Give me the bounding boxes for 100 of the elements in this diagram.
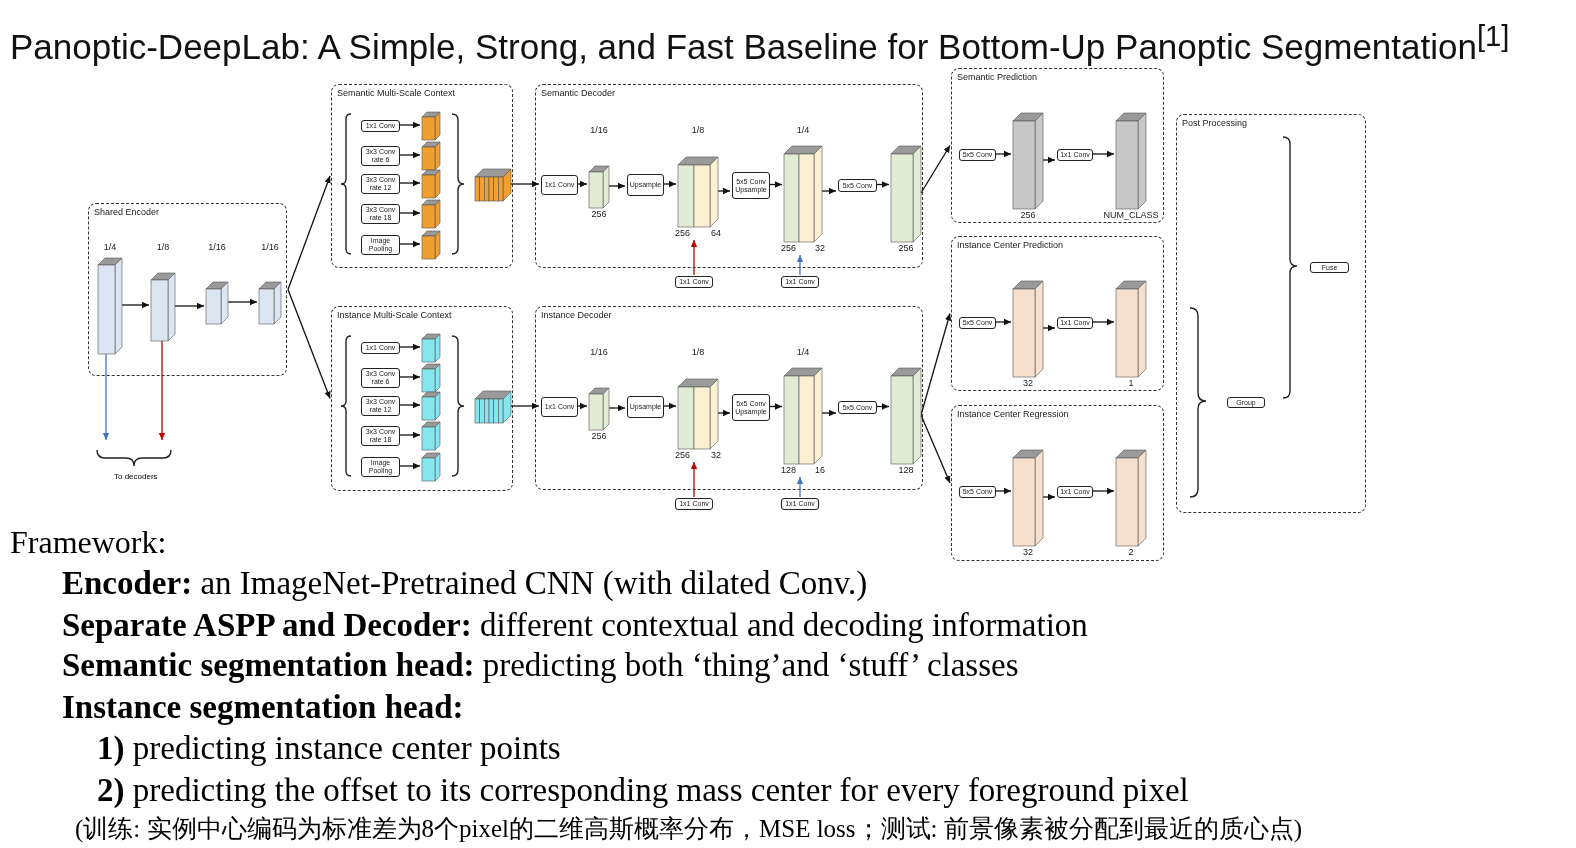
dashed-panel	[535, 306, 923, 490]
arrow	[995, 318, 1012, 326]
arrow	[121, 301, 150, 309]
bullet-text: 1) predicting instance center points	[97, 730, 561, 767]
arrow	[663, 180, 677, 188]
channel-label: 256	[591, 430, 607, 443]
channel-label: NUM_CLASS	[1103, 209, 1159, 222]
channel-label: 256	[1020, 209, 1036, 222]
scale-label: 1/8	[690, 346, 706, 359]
panel-title: Instance Decoder	[541, 310, 612, 320]
scale-label: 1/8	[690, 124, 706, 137]
arrow	[769, 181, 783, 188]
arrow	[876, 403, 890, 410]
panel-title: Semantic Decoder	[541, 88, 616, 98]
arrow	[510, 180, 540, 188]
arrow	[608, 182, 626, 190]
arrow	[717, 409, 731, 417]
channel-label: 256	[675, 449, 691, 462]
scale-label: 1/16	[589, 346, 609, 359]
dashed-panel	[331, 306, 513, 491]
channel-label: 2	[1128, 546, 1134, 559]
channel-label: 16	[815, 464, 825, 477]
scale-label: 1/4	[102, 241, 118, 254]
dashed-panel	[331, 84, 513, 268]
arrow	[690, 239, 698, 276]
scale-label: 1/4	[795, 124, 811, 137]
scale-label: 1/16	[260, 241, 280, 254]
arrow	[1042, 493, 1056, 501]
arrow	[227, 298, 258, 306]
arrow	[769, 403, 783, 410]
channel-label: 256	[781, 242, 797, 255]
arrow	[287, 288, 331, 400]
arrow	[399, 151, 421, 159]
channel-label: 64	[711, 227, 721, 240]
channel-label: 32	[711, 449, 721, 462]
channel-label: 1	[1128, 377, 1134, 390]
channel-label: 32	[815, 242, 825, 255]
dashed-panel	[951, 68, 1164, 223]
arrow	[158, 340, 166, 441]
arrow	[399, 431, 421, 439]
arrow	[821, 409, 837, 417]
slide-title: Panoptic-DeepLab: A Simple, Strong, and Fast Baseline for Bottom-Up Panoptic Segmentation$^{[1]}$	[10, 20, 1510, 67]
arrow	[287, 175, 331, 291]
arrow	[1042, 156, 1056, 164]
panel-title: Shared Encoder	[94, 207, 160, 217]
dashed-panel	[951, 405, 1164, 561]
panel-title: Instance Center Regression	[957, 409, 1069, 419]
arrow	[1092, 487, 1115, 495]
arrow	[796, 476, 804, 498]
scale-label: 1/16	[207, 241, 227, 254]
arrow	[399, 209, 421, 217]
arrow	[1092, 150, 1115, 158]
dashed-panel	[535, 84, 923, 268]
bullet-text: Encoder: an ImageNet-Pretrained CNN (with dilated Conv.)	[62, 565, 868, 602]
arrow	[399, 401, 421, 409]
channel-label: 32	[1023, 546, 1033, 559]
arrow	[399, 179, 421, 187]
arrow	[399, 373, 421, 381]
dashed-panel	[951, 236, 1164, 391]
panel-title: Semantic Prediction	[957, 72, 1038, 82]
arrow	[920, 414, 951, 484]
arrow	[399, 240, 421, 248]
arrow	[577, 402, 588, 410]
arrow	[663, 402, 677, 410]
arrow	[399, 121, 421, 129]
channel-label: 128	[898, 464, 914, 477]
scale-label: 1/8	[155, 241, 171, 254]
scale-label: 1/16	[589, 124, 609, 137]
scale-label: 1/4	[795, 346, 811, 359]
arrow	[577, 180, 588, 188]
arrow	[690, 461, 698, 498]
arrow	[1042, 324, 1056, 332]
arrow	[174, 302, 205, 310]
channel-label: 256	[675, 227, 691, 240]
arrow	[102, 353, 110, 441]
section-heading: Framework:	[10, 524, 167, 561]
bullet-text: Instance segmentation head:	[62, 689, 464, 726]
arrow	[821, 187, 837, 195]
bullet-text: Separate ASPP and Decoder: different contextual and decoding information	[62, 607, 1088, 644]
arrow	[876, 181, 890, 188]
bullet-text: Semantic segmentation head: predicting both ‘thing’and ‘stuff’ classes	[62, 647, 1019, 684]
bullet-text: 2) predicting the offset to its corresponding mass center for every foreground pixel	[97, 772, 1189, 809]
channel-label: 128	[781, 464, 797, 477]
dashed-panel	[1176, 114, 1366, 513]
arrow	[995, 487, 1012, 495]
arrow	[995, 150, 1012, 158]
note-text: (训练: 实例中心编码为标准差为8个pixel的二维高斯概率分布，MSE loss；测试: 前景像素被分配到最近的质心点)	[75, 814, 1303, 845]
annotation-text: To decoders	[114, 472, 158, 481]
arrow	[717, 187, 731, 195]
arrow	[510, 402, 540, 410]
arrow	[920, 144, 951, 194]
channel-label: 256	[898, 242, 914, 255]
arrow	[399, 343, 421, 351]
arrow	[608, 404, 626, 412]
dashed-panel	[88, 203, 287, 376]
channel-label: 32	[1023, 377, 1033, 390]
arrow	[1092, 318, 1115, 326]
channel-label: 256	[591, 208, 607, 221]
panel-title: Semantic Multi-Scale Context	[337, 88, 456, 98]
panel-title: Post Processing	[1182, 118, 1248, 128]
